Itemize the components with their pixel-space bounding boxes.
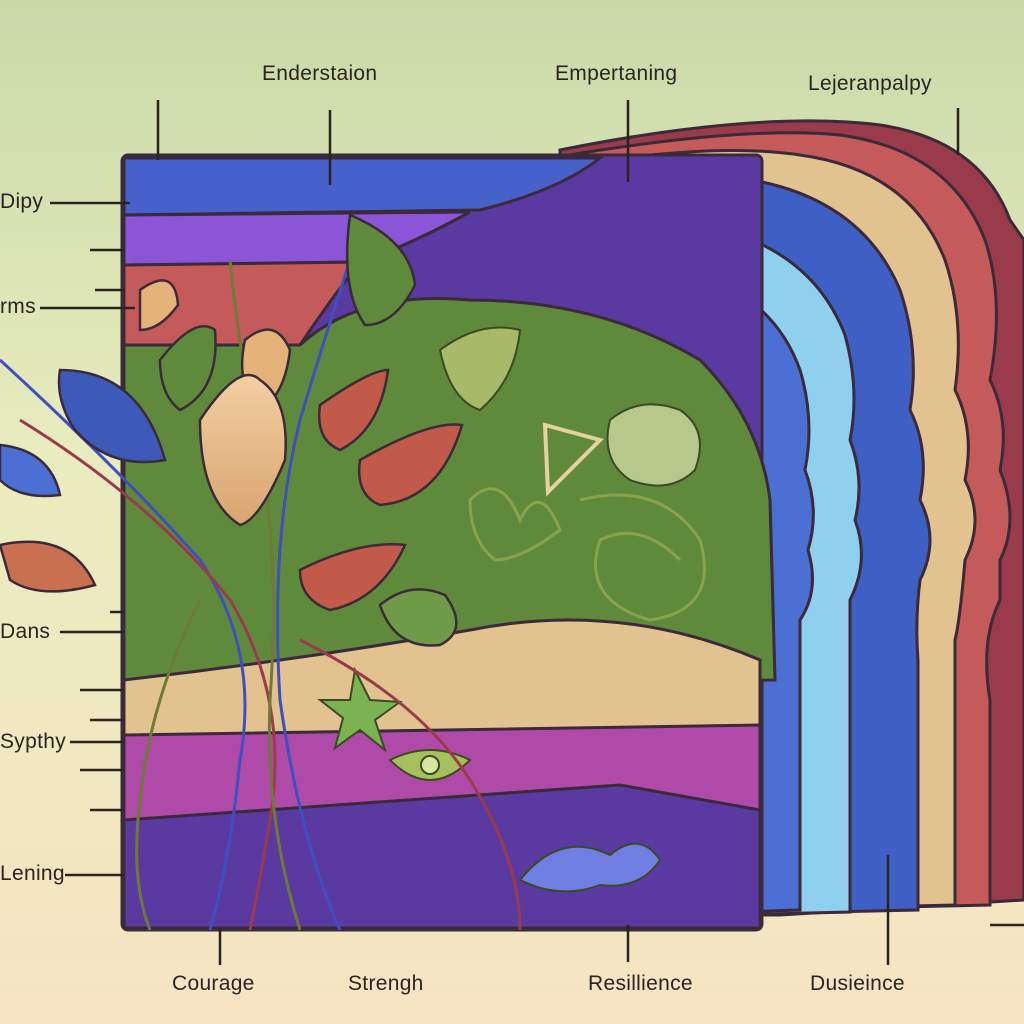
leaf-green-top-icon: [345, 213, 417, 327]
label-bottom-3: Resillience: [588, 972, 693, 995]
cloud-symbol-icon: [606, 403, 701, 487]
label-top-right: Lejeranpalpy: [808, 72, 932, 95]
eye-center-icon: [420, 755, 440, 775]
wave-symbol-icon: [518, 842, 662, 893]
band-purple-bottom: [122, 783, 762, 930]
label-left-5: Lening: [0, 862, 65, 885]
label-top-center: Empertaning: [555, 62, 678, 85]
leaf-green-icon: [158, 325, 217, 412]
leaf-symbol-icon: [438, 326, 522, 412]
label-left-2: rms: [0, 295, 36, 318]
leader-lines: [40, 100, 1024, 965]
label-top-left: Enderstaion: [262, 62, 378, 85]
leaf-red-big-icon: [357, 423, 464, 507]
leaves: [0, 213, 464, 647]
butterfly-symbol-icon: [468, 487, 562, 562]
knot-symbol-icon: [579, 493, 706, 622]
band-stack: [120, 153, 777, 932]
band-top-blue: [122, 156, 605, 217]
label-left-3: Dans: [0, 620, 51, 643]
leaf-red-left-icon: [0, 540, 97, 593]
symbols: [317, 326, 706, 893]
label-left-4: Sypthy: [0, 730, 66, 753]
leaf-tan-small-icon: [138, 279, 180, 332]
star-symbol-icon: [317, 666, 403, 753]
flower-bud-icon: [198, 373, 287, 527]
label-bottom-1: Courage: [172, 972, 255, 995]
leaf-red-mid-icon: [317, 368, 390, 452]
leaf-blue-icon: [57, 368, 167, 464]
leaf-blue-small-icon: [0, 443, 62, 498]
label-left-1: Dipy: [0, 190, 44, 213]
triangle-symbol-icon: [542, 422, 604, 497]
leaf-green-low-icon: [378, 588, 458, 647]
label-bottom-2: Strengh: [348, 972, 424, 995]
leaf-red-low-icon: [298, 543, 407, 612]
label-bottom-4: Dusieince: [810, 972, 905, 995]
